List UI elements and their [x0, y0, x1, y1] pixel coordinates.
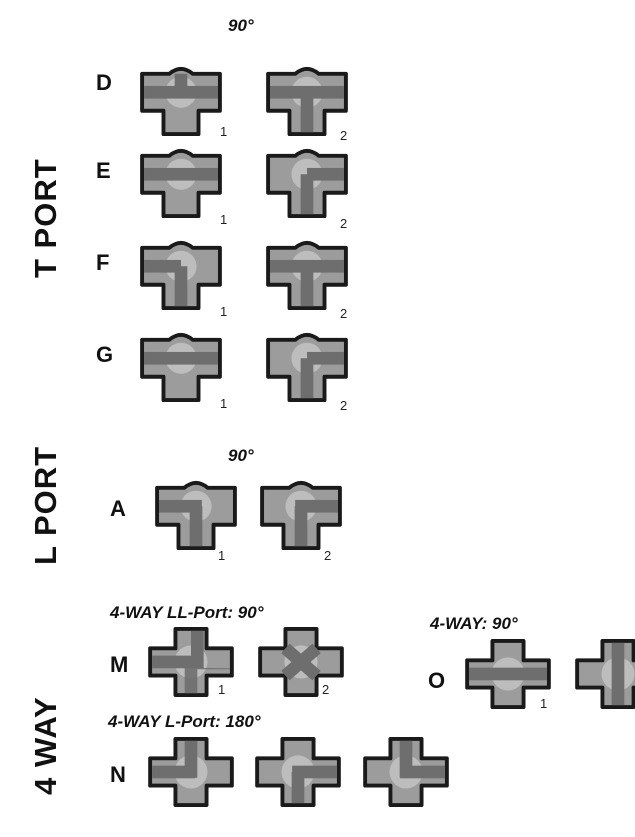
4-way-l-port-title: 4-WAY L-Port: 180° [108, 712, 261, 731]
valve-d-2 [261, 66, 353, 138]
valve-diagram-icon [266, 240, 348, 311]
valve-f-1 [135, 240, 227, 312]
valve-number: 2 [340, 216, 348, 231]
t-port-angle-title: 90° [228, 16, 254, 35]
row-letter-d: D [96, 70, 112, 95]
row-letter-f: F [96, 250, 110, 275]
valve-g-1 [135, 332, 227, 404]
valve-n-3 [360, 735, 452, 807]
valve-o-2 [572, 637, 635, 709]
row-letter-g: G [96, 342, 114, 367]
valve-m-2 [255, 625, 347, 697]
valve-diagram-icon [363, 736, 449, 807]
valve-diagram-icon [575, 638, 635, 709]
valve-diagram-icon [140, 148, 222, 219]
valve-o-1 [462, 637, 554, 709]
valve-diagram-icon [148, 626, 234, 697]
valve-number: 2 [324, 548, 332, 563]
valve-d-1 [135, 66, 227, 138]
valve-m-1 [145, 625, 237, 697]
valve-diagram-icon [140, 240, 222, 311]
valve-number: 1 [220, 304, 228, 319]
valve-diagram-icon [140, 332, 222, 403]
valve-n-1 [145, 735, 237, 807]
valve-diagram-icon [266, 66, 348, 137]
valve-diagram-icon [148, 736, 234, 807]
row-letter-o: O [428, 668, 446, 693]
valve-number: 1 [218, 682, 226, 697]
row-letter-e: E [96, 158, 111, 183]
valve-number: 1 [218, 548, 226, 563]
valve-number: 1 [220, 396, 228, 411]
valve-diagram-icon [258, 626, 344, 697]
valve-e-2 [261, 148, 353, 220]
valve-number: 1 [220, 212, 228, 227]
side-label-t-port: T PORT [28, 158, 63, 278]
valve-diagram-icon [260, 480, 342, 551]
l-port-angle-title: 90° [228, 446, 254, 465]
valve-diagram-icon [266, 332, 348, 403]
row-letter-m: M [110, 652, 129, 677]
valve-number: 2 [340, 128, 348, 143]
row-letter-n: N [110, 762, 126, 787]
valve-diagram-icon [255, 736, 341, 807]
valve-a-2 [255, 480, 347, 552]
side-label-4-way: 4 WAY [28, 696, 63, 795]
valve-e-1 [135, 148, 227, 220]
valve-diagram-icon [155, 480, 237, 551]
side-label-l-port: L PORT [28, 445, 63, 565]
valve-f-2 [261, 240, 353, 312]
valve-number: 1 [220, 124, 228, 139]
4-way-ll-port-title: 4-WAY LL-Port: 90° [110, 603, 264, 622]
row-letter-a: A [110, 496, 126, 521]
valve-number: 1 [540, 696, 548, 711]
valve-diagram-icon [266, 148, 348, 219]
valve-number: 2 [340, 398, 348, 413]
valve-diagram-icon [140, 66, 222, 137]
valve-number: 2 [322, 682, 330, 697]
valve-number: 2 [340, 306, 348, 321]
valve-diagram-icon [465, 638, 551, 709]
valve-n-2 [252, 735, 344, 807]
4-way-title: 4-WAY: 90° [430, 614, 518, 633]
valve-g-2 [261, 332, 353, 404]
valve-a-1 [150, 480, 242, 552]
